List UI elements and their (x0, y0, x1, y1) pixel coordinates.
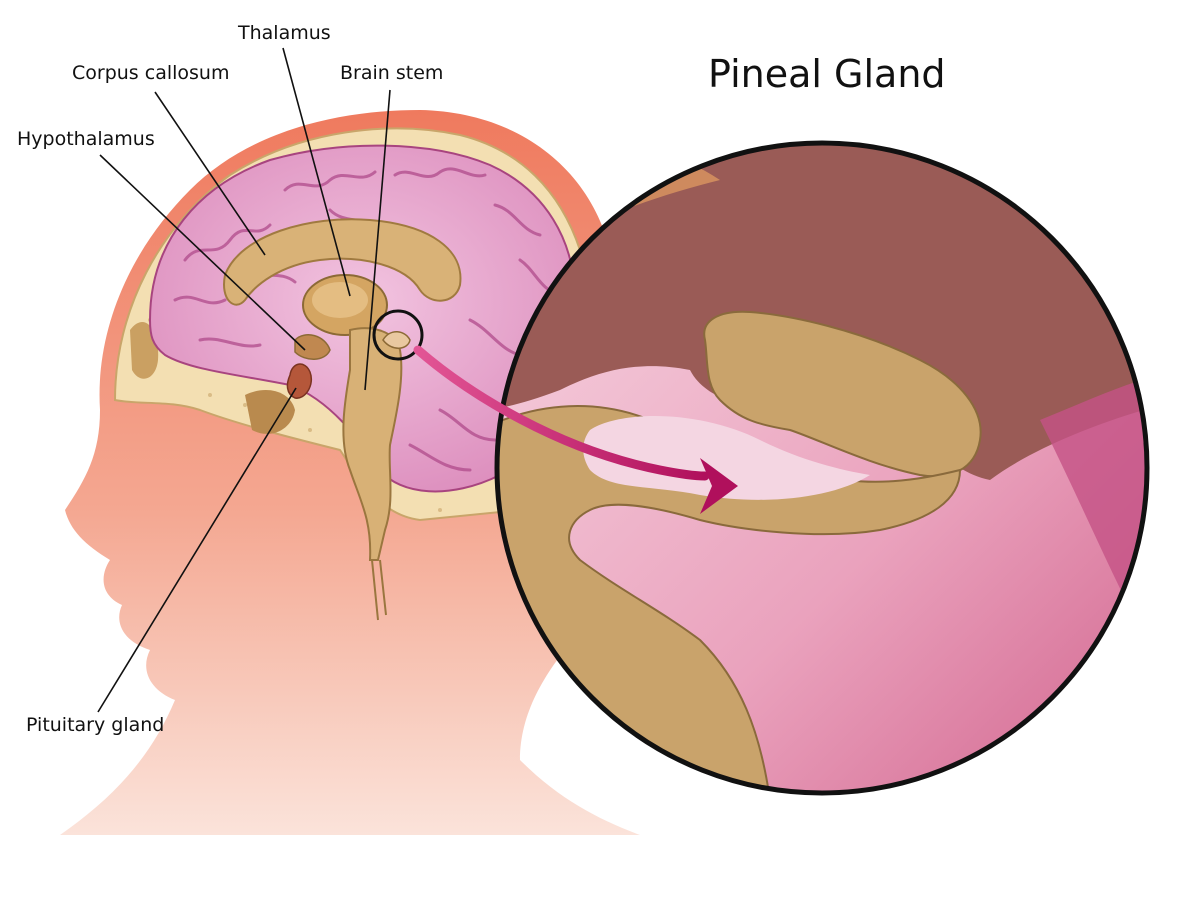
zoom-pineal-tissue (703, 310, 982, 478)
leader-brain-stem (364, 89, 391, 391)
inner-structures (223, 218, 462, 621)
label-corpus-callosum: Corpus callosum (72, 62, 230, 84)
zoom-arrow (413, 345, 738, 514)
label-brain-stem: Brain stem (340, 62, 444, 84)
zoom-circle (494, 140, 1150, 796)
brain-stem-shape (342, 327, 403, 561)
label-pituitary-gland: Pituitary gland (26, 714, 165, 736)
pituitary-gland-shape (286, 363, 312, 399)
hypothalamus-shape (294, 334, 331, 360)
corpus-callosum-shape (223, 218, 462, 306)
zoom-dark-region (497, 143, 1147, 480)
leader-thalamus (282, 47, 351, 297)
pineal-highlight-circle (372, 309, 424, 361)
leader-lines (97, 47, 391, 713)
diagram-title: Pineal Gland (708, 52, 946, 96)
leader-pituitary-gland (97, 387, 297, 713)
leader-hypothalamus (99, 154, 306, 351)
leader-corpus-callosum (154, 91, 266, 256)
label-hypothalamus: Hypothalamus (17, 128, 155, 150)
label-thalamus: Thalamus (238, 22, 331, 44)
